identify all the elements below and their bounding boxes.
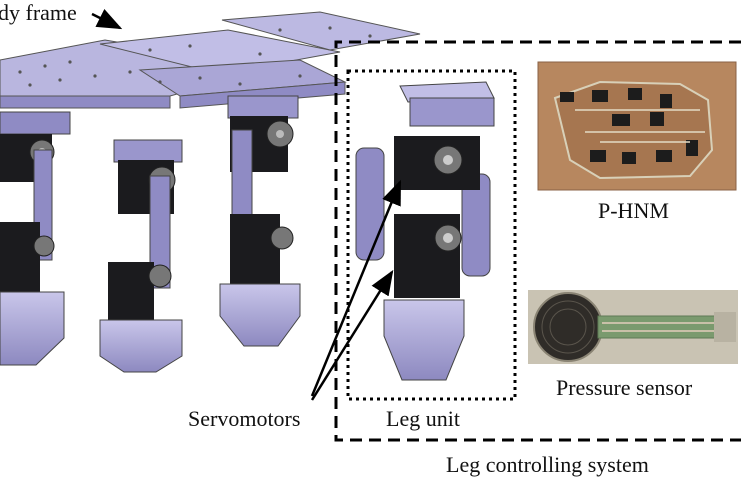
- leg-unit-dotted-box: [346, 69, 517, 401]
- servomotor-arrow-upper: [310, 179, 402, 397]
- body-frame-arrow: [91, 8, 123, 30]
- body-frame-plates: [0, 11, 421, 109]
- pressure-sensor-label: Pressure sensor: [556, 375, 693, 400]
- assembled-leg-2: [99, 139, 183, 373]
- p-hnm-board-photo: [537, 61, 737, 191]
- leg-unit-label: Leg unit: [386, 406, 460, 431]
- servomotor-arrow-lower: [310, 269, 394, 401]
- p-hnm-label: P-HNM: [598, 198, 669, 223]
- body-frame-label: dy frame: [0, 0, 77, 25]
- pressure-sensor-photo: [528, 290, 738, 364]
- servomotors-label: Servomotors: [188, 406, 301, 431]
- assembled-leg-3: [219, 95, 301, 347]
- leg-controlling-system-label: Leg controlling system: [446, 452, 649, 477]
- assembled-leg-1: [0, 111, 71, 366]
- exploded-leg-unit: [355, 81, 495, 381]
